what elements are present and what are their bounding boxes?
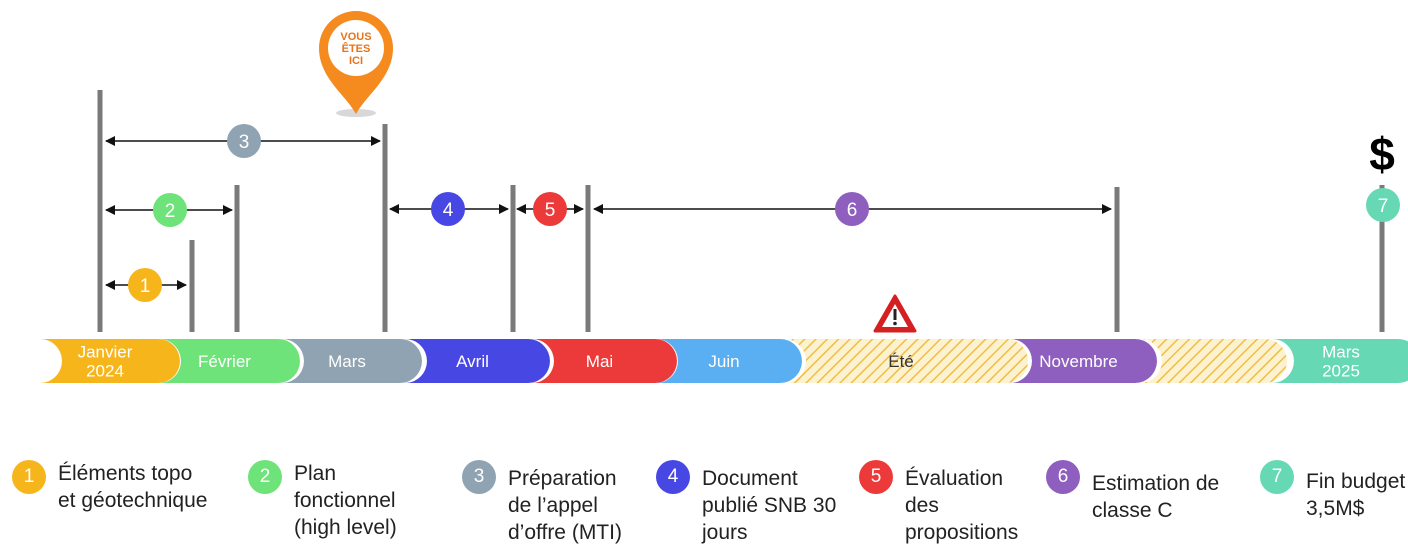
step-badge [128, 268, 162, 302]
pin-inner [328, 20, 384, 76]
milestone-bar [1114, 187, 1120, 332]
month-tab-shape [405, 339, 550, 383]
legend-item-6: 6 Estimation de classe C [1046, 460, 1219, 524]
step-4-span: 4 [389, 192, 509, 226]
legend-label: Préparation de l’appel d’offre (MTI) [508, 467, 622, 544]
dollar-icon: $ [1369, 128, 1395, 180]
warning-mark [893, 309, 897, 320]
warning-triangle-icon [873, 294, 917, 333]
step-badge [533, 192, 567, 226]
month-label: Mars [328, 352, 366, 371]
milestone-bar [97, 90, 103, 332]
month-tab-shape [1272, 339, 1408, 383]
milestone-bar [585, 185, 591, 332]
step-badge [227, 124, 261, 158]
month-tab-shape [656, 339, 802, 383]
milestone-bar [382, 124, 388, 332]
legend-badge: 5 [859, 460, 893, 494]
legend-badge: 4 [656, 460, 690, 494]
step-1-span: 1 [105, 268, 187, 302]
legend-label: Estimation de classe C [1092, 472, 1220, 522]
legend-badge: 7 [1260, 460, 1294, 494]
step-badge [153, 193, 187, 227]
legend-item-1: 1 Éléments topo et géotechnique [12, 460, 207, 514]
month-7: Été [784, 339, 1028, 383]
milestone-bar [189, 240, 195, 332]
legend-label: Document publié SNB 30 jours [702, 467, 837, 544]
month-tab-shape [1010, 339, 1157, 383]
legend-badge: 1 [12, 460, 46, 494]
month-2: Février [159, 339, 300, 383]
month-label: Novembre [1039, 352, 1117, 371]
legend-item-7: 7 Fin budget 3,5M$ [1260, 460, 1405, 522]
month-tab-shape [282, 339, 422, 383]
month-tab-shape [784, 339, 1028, 383]
step-badge [835, 192, 869, 226]
legend-label: Éléments topo et géotechnique [58, 462, 208, 512]
month-8: Novembre [1010, 339, 1157, 383]
month-4: Avril [405, 339, 550, 383]
month-6: Juin [656, 339, 802, 383]
step-6-span: 6 [593, 192, 1112, 226]
step-5-span: 5 [516, 192, 584, 226]
step-3-span: 3 [105, 124, 381, 158]
step-number: 2 [165, 201, 176, 222]
step-7-marker: 7 [1366, 188, 1400, 222]
legend-badge: 2 [248, 460, 282, 494]
milestone-bar [510, 185, 516, 332]
month-label: Juin [708, 352, 739, 371]
month-9 [1140, 339, 1287, 383]
legend-label: Fin budget 3,5M$ [1306, 470, 1406, 520]
month-5: Mai [532, 339, 677, 383]
month-label: Février [198, 352, 251, 371]
month-3: Mars [282, 339, 422, 383]
milestone-bar [1379, 185, 1385, 332]
step-number: 3 [239, 132, 250, 153]
warning-dot [893, 321, 897, 326]
legend-item-4: 4 Document publié SNB 30 jours [656, 460, 836, 546]
step-2-span: 2 [105, 193, 233, 227]
month-label: Mai [586, 352, 613, 371]
legend-label: Évaluation des propositions [905, 467, 1019, 544]
legend-badge: 6 [1046, 460, 1080, 494]
step-badge [1366, 188, 1400, 222]
month-tab-shape [532, 339, 677, 383]
step-number: 5 [545, 200, 556, 221]
month-tab-shape [40, 339, 180, 383]
month-tab-shape [159, 339, 300, 383]
legend-badge: 3 [462, 460, 496, 494]
step-badge [431, 192, 465, 226]
milestone-bar [234, 185, 240, 332]
month-tab-shape [1140, 339, 1287, 383]
legend-item-5: 5 Évaluation des propositions [859, 460, 1018, 546]
month-label: Avril [456, 352, 489, 371]
step-number: 7 [1378, 196, 1389, 217]
legend-label: Plan fonctionnel (high level) [294, 462, 397, 539]
legend-item-2: 2 Plan fonctionnel (high level) [248, 460, 397, 541]
step-number: 1 [140, 276, 151, 297]
legend-item-3: 3 Préparation de l’appel d’offre (MTI) [462, 460, 622, 546]
step-number: 4 [443, 200, 454, 221]
month-label: Été [888, 352, 914, 371]
step-number: 6 [847, 200, 858, 221]
